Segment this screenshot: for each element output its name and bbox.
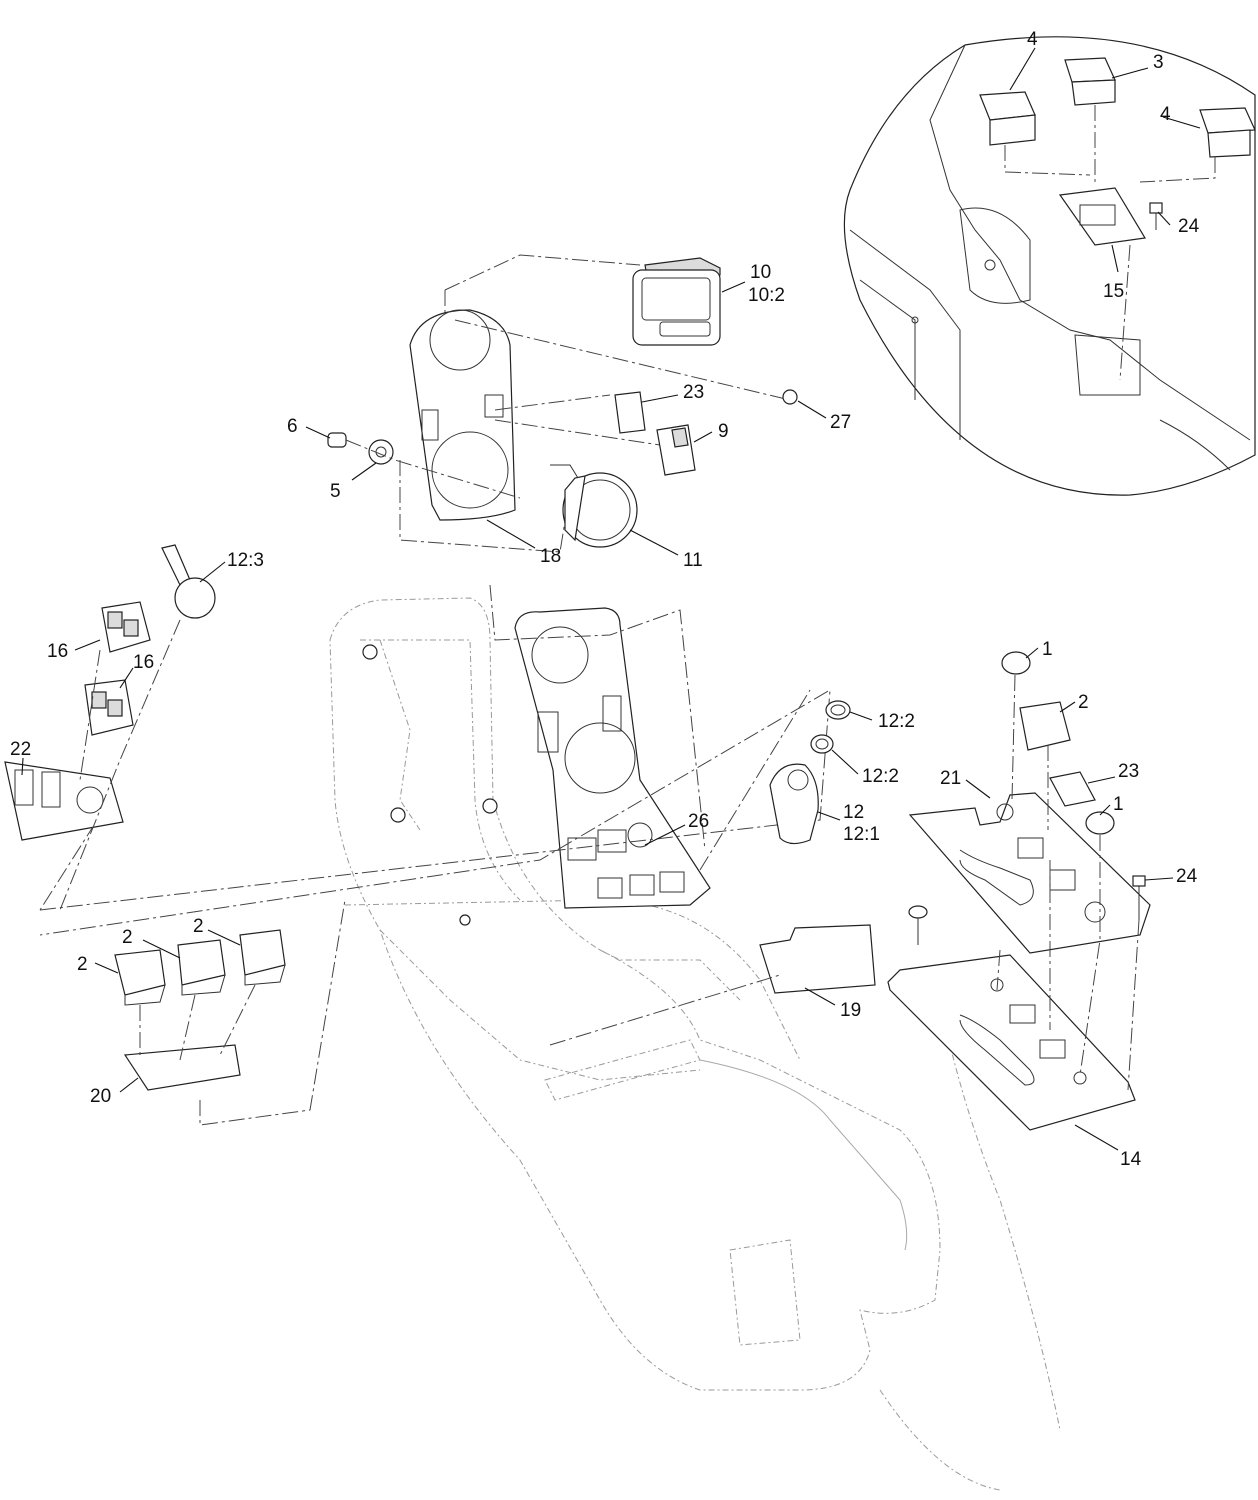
callout-2-left-c: 2	[193, 916, 204, 937]
plug-23-right	[1049, 771, 1096, 807]
display-module-10	[632, 257, 721, 346]
callout-15: 15	[1103, 281, 1124, 302]
callout-labels: 4 3 4 24 15 10 10:2 23 9 27 6 5 18 11 12…	[10, 29, 1200, 1170]
cap-6	[327, 432, 347, 448]
rocker-switch-2-right	[1019, 701, 1071, 751]
callout-23-upper: 23	[683, 382, 704, 403]
bracket-15	[1058, 187, 1146, 246]
bezel-12-2-upper	[825, 700, 851, 720]
gasket-19	[759, 924, 876, 994]
plug-23-upper	[614, 391, 646, 434]
switch-plate-20	[123, 1044, 241, 1091]
callout-18: 18	[540, 546, 561, 567]
callout-12-1: 12:1	[843, 824, 880, 845]
callout-3: 3	[1153, 52, 1164, 73]
callout-4-top-left: 4	[1027, 29, 1038, 50]
bolt-24-right	[1132, 875, 1146, 920]
callout-14: 14	[1120, 1149, 1142, 1170]
shift-plate-21	[908, 792, 1151, 954]
callout-16-upper: 16	[47, 641, 68, 662]
callout-23-right: 23	[1118, 761, 1139, 782]
ignition-12	[769, 763, 819, 845]
rocker-switch-9	[656, 424, 696, 476]
switch-plate-22	[4, 761, 124, 841]
callout-1-upper: 1	[1042, 639, 1053, 660]
callout-24-right: 24	[1176, 866, 1198, 887]
callout-6: 6	[287, 416, 298, 437]
callout-11: 11	[683, 550, 703, 571]
detail-inset	[843, 36, 1256, 496]
callout-12-3: 12:3	[227, 550, 264, 571]
gauge-11	[550, 464, 638, 548]
rocker-switch-4-right	[1199, 107, 1256, 158]
rocker-switch-16-upper	[101, 601, 151, 653]
callout-12-2-lower: 12:2	[862, 766, 899, 787]
callout-10-2: 10:2	[748, 285, 785, 306]
callout-21: 21	[940, 768, 961, 789]
nut-5	[368, 439, 394, 465]
callout-24-inset: 24	[1178, 216, 1200, 237]
callout-27: 27	[830, 412, 851, 433]
callout-2-right: 2	[1078, 692, 1089, 713]
rocker-switch-2-b	[177, 939, 226, 996]
rocker-switch-16-lower	[84, 679, 134, 736]
callout-16-lower: 16	[133, 652, 154, 673]
callout-2-left-b: 2	[122, 927, 133, 948]
callout-9: 9	[718, 421, 729, 442]
callout-12-2-upper: 12:2	[878, 711, 915, 732]
key-12-3	[161, 544, 216, 619]
knob-1-lower	[1085, 811, 1115, 835]
shifter-pin	[908, 905, 928, 945]
callout-20: 20	[90, 1086, 111, 1107]
callout-1-lower: 1	[1113, 794, 1124, 815]
rocker-switch-3	[1064, 57, 1116, 106]
center-panel-26	[514, 607, 711, 909]
callout-19: 19	[840, 1000, 861, 1021]
callout-2-left-a: 2	[77, 954, 88, 975]
base-plate-14	[887, 954, 1136, 1131]
callout-4-top-right: 4	[1160, 104, 1171, 125]
leader-lines	[21, 47, 1201, 1151]
callout-10: 10	[750, 262, 771, 283]
callout-26: 26	[688, 811, 709, 832]
rocker-switch-2-c	[239, 929, 286, 986]
knob-1-upper	[1001, 651, 1031, 675]
callout-5: 5	[330, 481, 341, 502]
callout-12: 12	[843, 802, 864, 823]
bolt-24-inset	[1149, 202, 1163, 230]
instrument-panel-18	[399, 254, 791, 553]
callout-22: 22	[10, 739, 31, 760]
rocker-switch-4-left	[979, 91, 1036, 146]
rocker-switch-2-a	[114, 949, 166, 1006]
fastener-27	[782, 389, 798, 405]
nut-12-2-lower	[810, 734, 834, 754]
